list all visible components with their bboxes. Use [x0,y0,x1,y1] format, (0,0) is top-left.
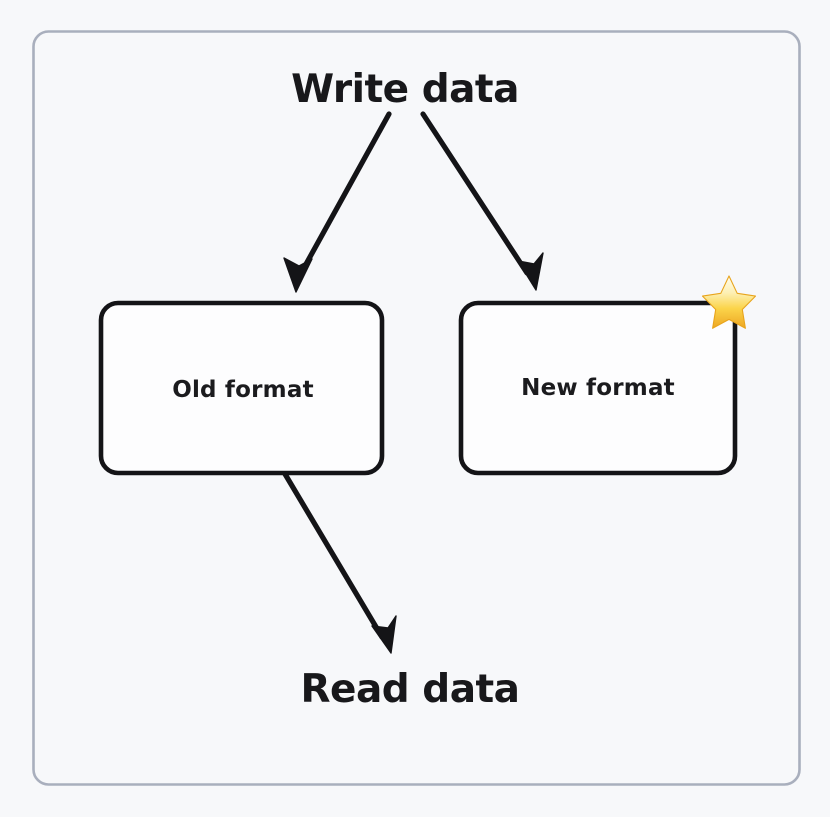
edge-write-to-new-line [420,111,530,276]
edge-write-to-new [420,111,544,291]
node-old-format[interactable]: Old format [98,300,385,476]
old-format-label: Old format [172,377,314,403]
write-data-title: Write data [291,67,519,112]
edge-old-to-read-head [371,615,397,654]
read-data-title: Read data [301,667,520,712]
old-format-box[interactable] [98,300,385,476]
node-new-format[interactable]: New format [458,275,757,476]
edge-write-to-old-line [297,111,392,278]
edge-old-to-read [282,471,397,654]
outer-frame [32,30,801,786]
new-format-label: New format [521,375,675,401]
edge-write-to-new-head [517,252,544,291]
new-format-box[interactable] [458,300,738,476]
edge-write-to-old [283,111,392,293]
star-icon [701,275,757,329]
edge-write-to-old-head [283,257,313,293]
edge-old-to-read-line [282,471,385,640]
